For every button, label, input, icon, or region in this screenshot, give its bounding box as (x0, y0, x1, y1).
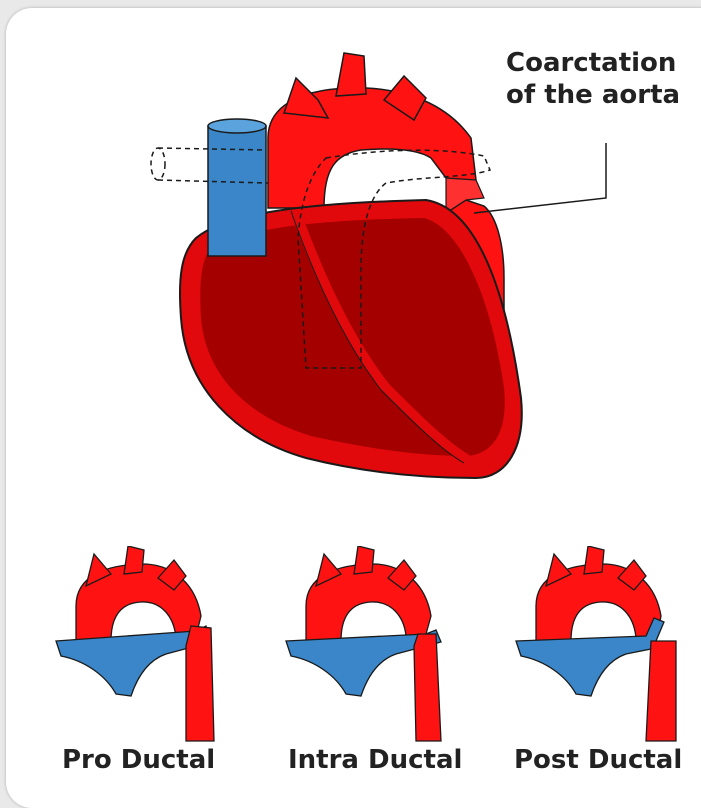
vena-cava (208, 126, 266, 256)
callout-line-1: Coarctation (506, 47, 668, 79)
pro-ductal-label: Pro Ductal (62, 744, 215, 776)
callout-line-2: of the aorta (506, 79, 668, 111)
post-ductal-illustration (506, 546, 681, 746)
intra-ductal-illustration (276, 546, 451, 746)
callout-leader (474, 143, 606, 213)
intra-ductal-label: Intra Ductal (288, 744, 462, 776)
diagram-card: Coarctation of the aorta Pro Ductal Intr… (6, 8, 701, 808)
post-ductal-label: Post Ductal (514, 744, 682, 776)
pulmonary-artery-end-dashed (151, 148, 165, 180)
pro-ductal-illustration (46, 546, 221, 746)
coarctation-callout: Coarctation of the aorta (506, 47, 668, 111)
carotid-branch (336, 53, 366, 96)
vena-cava-top (208, 119, 266, 133)
